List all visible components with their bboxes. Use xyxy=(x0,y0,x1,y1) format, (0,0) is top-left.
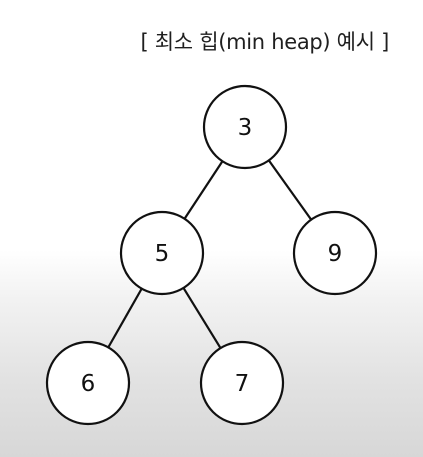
heap-nodes: 3 5 9 6 7 xyxy=(45,84,378,426)
node-value: 6 xyxy=(81,371,96,397)
node-circle xyxy=(45,340,131,426)
heap-node-left-right: 7 xyxy=(199,340,285,426)
node-value: 7 xyxy=(235,371,250,397)
node-value: 5 xyxy=(155,241,170,267)
edge-root-to-left xyxy=(183,160,224,220)
edge-left-to-left-right xyxy=(182,287,222,349)
heap-node-left-left: 6 xyxy=(45,340,131,426)
heap-node-right: 9 xyxy=(292,210,378,296)
edge-left-to-left-left xyxy=(107,288,143,348)
node-circle xyxy=(199,340,285,426)
node-value: 3 xyxy=(238,115,253,141)
heap-node-root: 3 xyxy=(202,84,288,170)
node-value: 9 xyxy=(328,241,343,267)
node-circle xyxy=(292,210,378,296)
node-circle xyxy=(202,84,288,170)
heap-node-left: 5 xyxy=(119,210,205,296)
heap-edges xyxy=(107,159,313,349)
edge-root-to-right xyxy=(267,159,313,221)
diagram-title: [ 최소 힙(min heap) 예시 ] xyxy=(140,30,390,54)
node-circle xyxy=(119,210,205,296)
